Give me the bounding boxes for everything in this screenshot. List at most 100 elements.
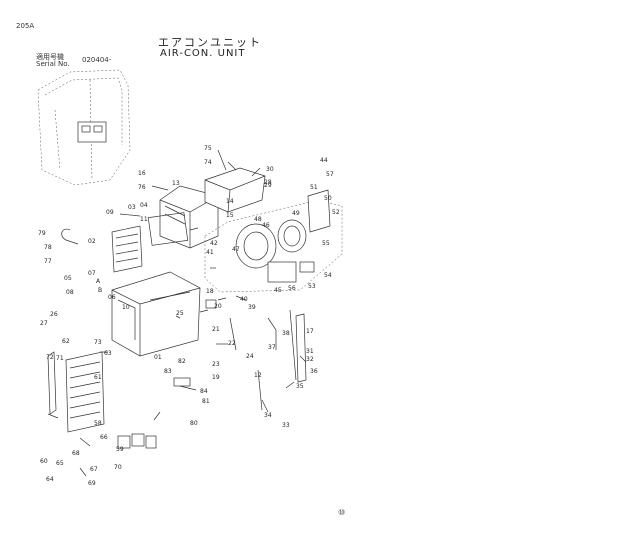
part-label: 84 bbox=[200, 388, 208, 395]
part-label: 15 bbox=[226, 212, 234, 219]
part-label: 56 bbox=[288, 285, 296, 292]
title-english: AIR-CON. UNIT bbox=[160, 48, 246, 59]
actuator bbox=[299, 261, 315, 273]
part-label: 80 bbox=[190, 420, 198, 427]
part-label: 63 bbox=[104, 350, 112, 357]
serial-label-en: Serial No. bbox=[36, 60, 70, 68]
page-mark: ⑩ bbox=[338, 508, 346, 517]
part-label: 53 bbox=[308, 283, 316, 290]
part-label: 25 bbox=[176, 310, 184, 317]
part-label: 60 bbox=[40, 458, 48, 465]
part-label: 70 bbox=[114, 464, 122, 471]
upper-cover bbox=[204, 167, 266, 213]
part-label: 22 bbox=[228, 340, 236, 347]
part-label: 81 bbox=[202, 398, 210, 405]
side-plate bbox=[295, 313, 307, 383]
part-label: 08 bbox=[66, 289, 74, 296]
part-label: 42 bbox=[210, 240, 218, 247]
part-label: 47 bbox=[232, 246, 240, 253]
part-label: 41 bbox=[206, 249, 214, 256]
part-label: 74 bbox=[204, 159, 212, 166]
part-label: 79 bbox=[38, 230, 46, 237]
part-label: 37 bbox=[268, 344, 276, 351]
part-label: 76 bbox=[138, 184, 146, 191]
part-label: 38 bbox=[282, 330, 290, 337]
part-label: 66 bbox=[100, 434, 108, 441]
part-label: 29 bbox=[264, 182, 272, 189]
part-label: 19 bbox=[212, 374, 220, 381]
part-label: 33 bbox=[282, 422, 290, 429]
part-label: 75 bbox=[204, 145, 212, 152]
part-label: 59 bbox=[116, 446, 124, 453]
part-label: 52 bbox=[332, 209, 340, 216]
part-label: 46 bbox=[262, 222, 270, 229]
part-label: 01 bbox=[154, 354, 162, 361]
part-label: 82 bbox=[178, 358, 186, 365]
part-label: 64 bbox=[46, 476, 54, 483]
main-case bbox=[111, 271, 201, 357]
servo-motors bbox=[117, 433, 157, 449]
part-label: 34 bbox=[264, 412, 272, 419]
serial-value: 020404- bbox=[82, 56, 112, 64]
part-label: 04 bbox=[140, 202, 148, 209]
part-label: 65 bbox=[56, 460, 64, 467]
part-label: 39 bbox=[248, 304, 256, 311]
part-label: 58 bbox=[94, 420, 102, 427]
part-label: 54 bbox=[324, 272, 332, 279]
part-label: 18 bbox=[206, 288, 214, 295]
part-label: 23 bbox=[212, 361, 220, 368]
part-label: 83 bbox=[164, 368, 172, 375]
part-label: 68 bbox=[72, 450, 80, 457]
heater-core bbox=[65, 351, 105, 433]
part-label: 24 bbox=[246, 353, 254, 360]
part-label: 45 bbox=[274, 287, 282, 294]
part-label: 09 bbox=[106, 209, 114, 216]
part-label: 73 bbox=[94, 339, 102, 346]
part-label: 07 bbox=[88, 270, 96, 277]
part-label: 10 bbox=[122, 304, 130, 311]
part-label: 06 bbox=[108, 294, 116, 301]
part-label: 03 bbox=[128, 204, 136, 211]
part-label: 36 bbox=[310, 368, 318, 375]
leader-lines bbox=[47, 149, 307, 477]
hoses bbox=[229, 309, 297, 411]
part-label: 21 bbox=[212, 326, 220, 333]
part-label: 57 bbox=[326, 171, 334, 178]
part-label: 26 bbox=[50, 311, 58, 318]
part-label: 78 bbox=[44, 244, 52, 251]
part-label: 27 bbox=[40, 320, 48, 327]
part-label: 32 bbox=[306, 356, 314, 363]
part-label: 44 bbox=[320, 157, 328, 164]
duct-housing bbox=[159, 185, 219, 249]
part-label: 12 bbox=[254, 372, 262, 379]
part-label: 05 bbox=[64, 275, 72, 282]
part-label: B bbox=[98, 287, 103, 294]
evaporator-core bbox=[111, 225, 143, 273]
part-label: 35 bbox=[296, 383, 304, 390]
connector bbox=[205, 299, 217, 309]
title-japanese: エアコンユニット bbox=[158, 36, 262, 49]
sensor-wire bbox=[61, 228, 79, 245]
part-label: 61 bbox=[94, 374, 102, 381]
gasket-frame bbox=[147, 212, 189, 246]
part-label: 14 bbox=[226, 198, 234, 205]
part-label: 16 bbox=[138, 170, 146, 177]
blower-assembly bbox=[204, 189, 343, 293]
part-label: 67 bbox=[90, 466, 98, 473]
part-label: 17 bbox=[306, 328, 314, 335]
part-label: 51 bbox=[310, 184, 318, 191]
part-label: 77 bbox=[44, 258, 52, 265]
page-code: 205A bbox=[16, 22, 35, 30]
part-label: 11 bbox=[140, 216, 148, 223]
part-label: 31 bbox=[306, 348, 314, 355]
part-label: 55 bbox=[322, 240, 330, 247]
part-label: 28 bbox=[264, 179, 272, 186]
side-bracket bbox=[47, 351, 57, 415]
part-label: 49 bbox=[292, 210, 300, 217]
part-label: 02 bbox=[88, 238, 96, 245]
part-label: 50 bbox=[324, 195, 332, 202]
part-label: 30 bbox=[266, 166, 274, 173]
serial-label-jp: 適用号機 bbox=[36, 53, 64, 61]
part-label: 71 bbox=[56, 355, 64, 362]
